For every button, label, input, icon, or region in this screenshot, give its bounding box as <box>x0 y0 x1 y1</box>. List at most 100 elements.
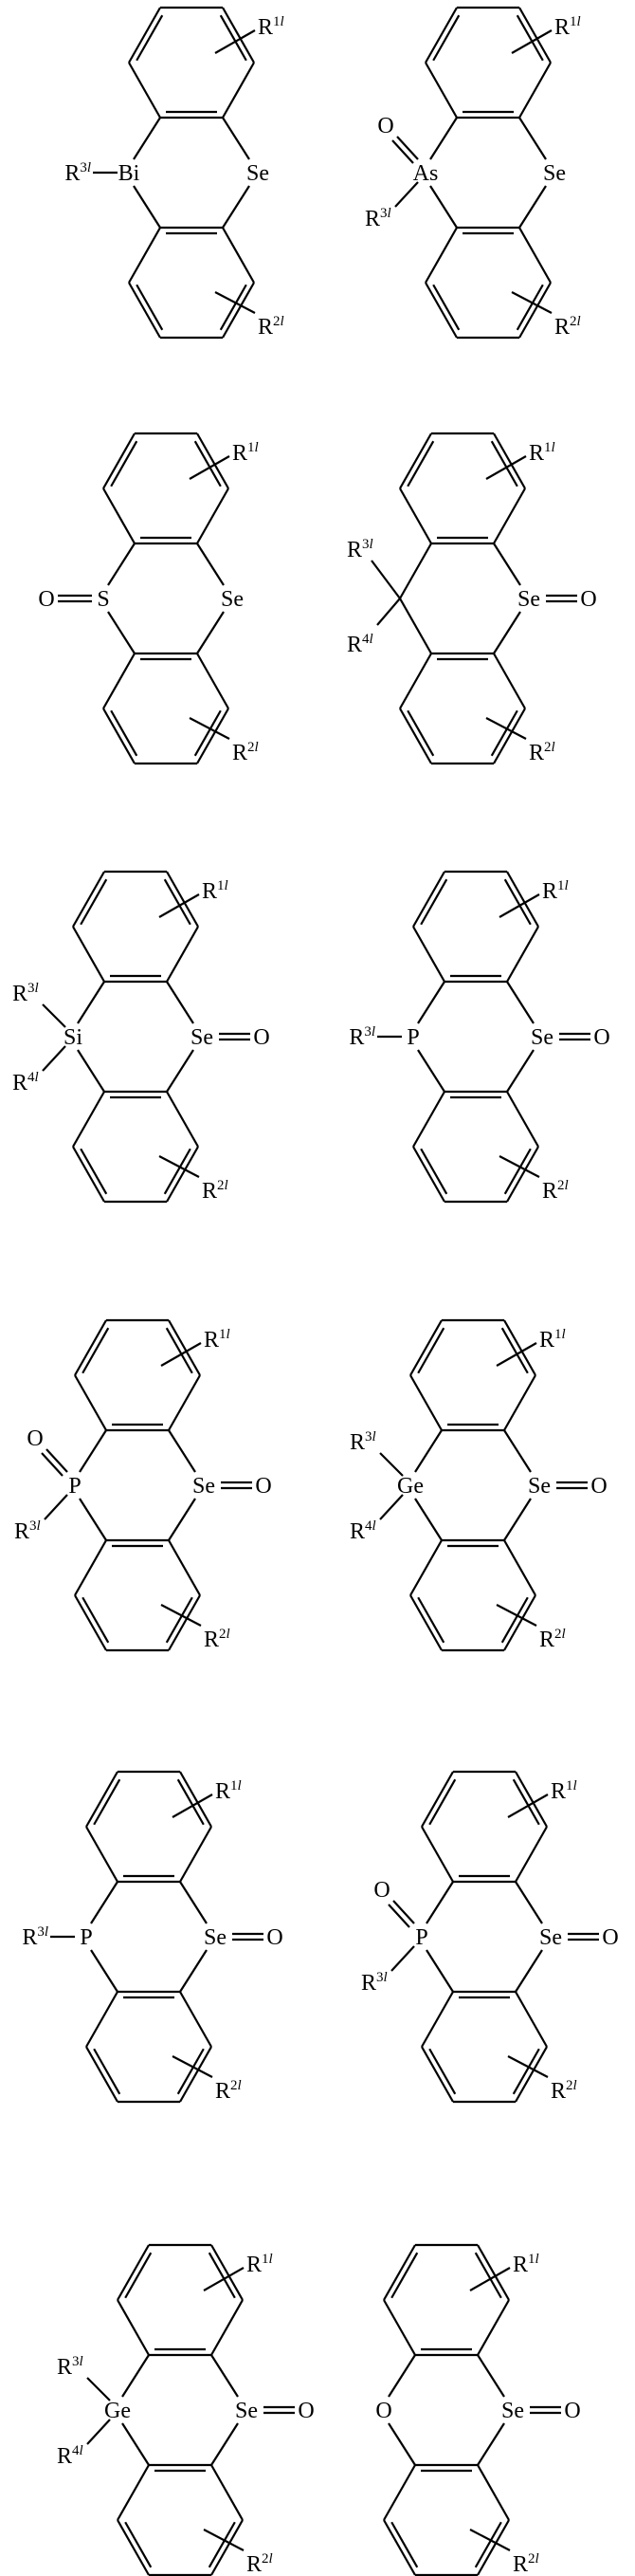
bond <box>72 1146 105 1203</box>
heteroatom-right: Se <box>528 1474 551 1499</box>
benzene-ring-bottom <box>421 1990 548 2104</box>
bond <box>196 611 225 654</box>
bond <box>179 1771 212 1828</box>
bond <box>515 1771 548 1828</box>
bond <box>506 926 539 983</box>
bond <box>515 1881 543 1924</box>
double-bond-inner <box>176 2048 205 2095</box>
bond <box>210 2519 244 2576</box>
double-bond-inner <box>500 1596 529 1644</box>
substituent-R2l: R2l <box>554 314 581 340</box>
r2-bond <box>214 291 256 314</box>
central-ring <box>426 1881 543 1993</box>
double-bond-inner <box>80 1148 108 1195</box>
bond <box>196 653 229 709</box>
bond <box>417 1049 445 1093</box>
bond <box>196 432 229 489</box>
bond <box>117 2244 150 2301</box>
substituent-R1l: R1l <box>202 878 228 904</box>
double-bond-inner <box>163 1148 191 1195</box>
substituent-R3l: R3l <box>347 537 373 562</box>
double-bond-inner <box>417 1596 445 1644</box>
bond <box>210 2354 239 2398</box>
double-bond-inner <box>176 1778 205 1826</box>
double-bond-inner <box>163 878 191 926</box>
bond <box>383 2244 416 2301</box>
substituent-R1l: R1l <box>542 878 569 904</box>
r2-bond <box>189 717 230 740</box>
bond <box>117 2299 150 2356</box>
heteroatom-right: Se <box>235 2399 258 2423</box>
bond <box>506 981 535 1024</box>
r2-bond <box>496 1604 537 1627</box>
bond <box>79 1429 107 1473</box>
bond <box>121 2354 150 2398</box>
bond <box>493 432 526 489</box>
substituent-R3l: R3l <box>22 1924 48 1950</box>
bond <box>79 1498 107 1541</box>
bond <box>121 2422 150 2466</box>
bond <box>503 1539 536 1596</box>
double-bond-inner <box>490 440 518 488</box>
benzene-ring-top <box>421 1770 548 1884</box>
benzene-ring-bottom <box>85 1990 212 2104</box>
benzene-ring-top <box>117 2243 244 2357</box>
bond <box>414 1498 443 1541</box>
bond <box>107 543 136 586</box>
bond <box>77 1049 105 1093</box>
bond <box>425 7 458 64</box>
heteroatom-left: Ge <box>397 1474 424 1499</box>
double-bond-inner <box>208 2252 236 2299</box>
heteroatom-right: Se <box>517 587 540 612</box>
substituent-R2l: R2l <box>513 2551 539 2576</box>
double-bond-inner <box>82 1327 110 1374</box>
bond <box>421 2046 454 2103</box>
oxo-oxygen: O <box>253 1025 269 1050</box>
bond <box>166 1091 199 1148</box>
substituent-R3l: R3l <box>349 1024 375 1050</box>
bond <box>399 598 432 654</box>
heteroatom-right: Se <box>539 1925 562 1950</box>
benzene-ring-top <box>409 1318 536 1432</box>
bond <box>179 1826 212 1883</box>
r1-bond <box>214 29 256 54</box>
substituent-R2l: R2l <box>551 2078 577 2104</box>
bond <box>506 1049 535 1093</box>
double-bond-inner <box>407 709 435 757</box>
central-ring <box>79 1429 196 1541</box>
benzene-ring-top <box>128 6 255 120</box>
double-bond-inner <box>390 2252 419 2299</box>
bond <box>179 1991 212 2048</box>
double-bond-inner <box>512 2048 540 2095</box>
r2-bond <box>511 291 553 314</box>
bond <box>493 611 521 654</box>
r2-bond <box>158 1155 200 1178</box>
double-bond-inner <box>165 1596 193 1644</box>
bond <box>503 1374 536 1431</box>
bond <box>102 432 136 489</box>
oxo-oxygen: O <box>38 587 54 612</box>
double-bond-inner <box>165 1327 193 1374</box>
substituent-R4l: R4l <box>350 1518 376 1544</box>
bond <box>166 981 194 1024</box>
substituent-R1l: R1l <box>554 14 581 40</box>
double-bond-inner <box>490 709 518 757</box>
substituent-bond <box>44 1494 68 1520</box>
substituent-R2l: R2l <box>202 1178 228 1204</box>
double-bond-inner <box>512 1778 540 1826</box>
substituent-bond <box>42 1045 66 1072</box>
benzene-ring-bottom <box>409 1538 536 1652</box>
r2-bond <box>203 2529 245 2551</box>
bond <box>421 1991 454 2048</box>
double-bond-inner <box>193 440 222 488</box>
bond <box>72 1091 105 1148</box>
heteroatom-right: Se <box>531 1025 553 1050</box>
bond <box>477 2354 505 2398</box>
oxo-oxygen: O <box>564 2399 580 2423</box>
double-bond-inner <box>208 2521 236 2568</box>
oxo-oxygen: O <box>590 1474 607 1499</box>
bond <box>74 1319 107 1376</box>
double-bond-inner <box>136 284 164 331</box>
